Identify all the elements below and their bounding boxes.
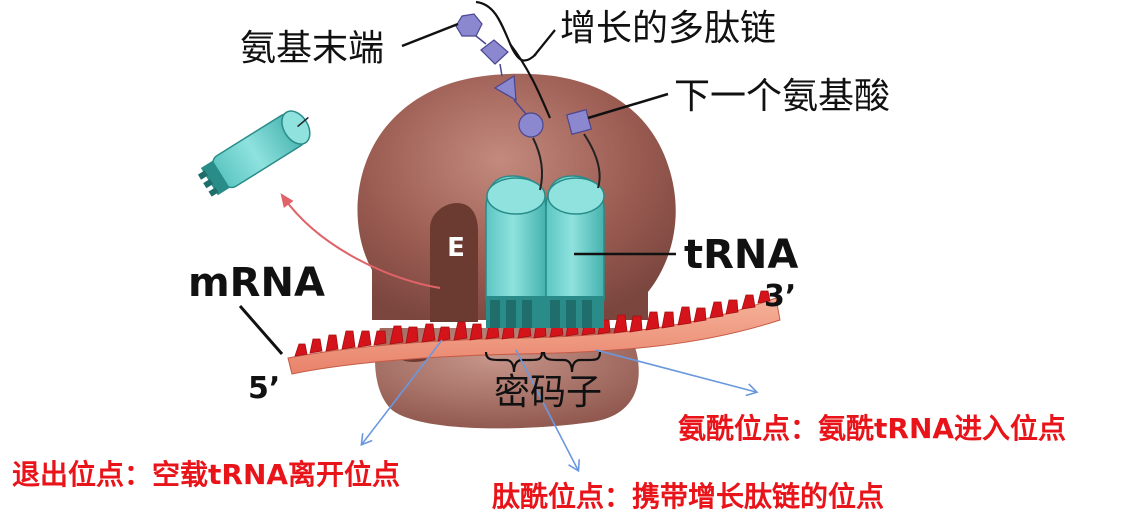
amino-acid-triangle-icon <box>493 74 517 102</box>
e-site-annotation: 退出位点：空载tRNA离开位点 <box>12 458 400 491</box>
mrna-label: mRNA <box>188 260 325 306</box>
peptide-bonds <box>475 35 527 115</box>
mrna-leader <box>238 305 284 355</box>
amino-acid-square-icon <box>566 109 592 135</box>
polypeptide-bracket-tail <box>509 43 552 119</box>
a-site-annotation: 氨酰位点：氨酰tRNA进入位点 <box>678 412 1066 445</box>
amino-acid-diamond-icon <box>480 39 509 65</box>
e-site-pointer <box>360 339 443 447</box>
p-site-annotation: 肽酰位点：携带增长肽链的位点 <box>492 480 884 513</box>
p-site-pointer <box>515 349 580 473</box>
growing-polypeptide-label: 增长的多肽链 <box>560 8 776 49</box>
amino-acid-hexagon-icon <box>455 13 483 37</box>
amino-acid-circle-icon <box>518 112 544 138</box>
a-site-pointer <box>595 349 759 397</box>
p-site-trna <box>485 175 547 328</box>
amino-terminus-leader <box>401 22 459 48</box>
next-amino-acid-label: 下一个氨基酸 <box>674 76 890 117</box>
a-site-trna <box>545 175 605 328</box>
mrna-bases <box>294 290 771 357</box>
five-prime-label: 5’ <box>248 371 280 406</box>
exiting-trna-icon <box>197 110 311 197</box>
polypeptide-chain <box>455 13 592 138</box>
amino-terminus-label: 氨基末端 <box>240 28 384 69</box>
a-trna-stalk <box>583 133 601 189</box>
three-prime-label: 3’ <box>764 279 796 314</box>
trna-exit-arrow <box>280 193 441 289</box>
mrna-strand <box>287 297 781 375</box>
e-site-label: E <box>447 233 465 263</box>
next-amino-acid-leader <box>587 92 669 120</box>
codon-label: 密码子 <box>494 372 602 413</box>
e-site-tunnel <box>430 202 478 322</box>
growing-polypeptide-leader <box>533 29 556 57</box>
trna-label: tRNA <box>684 232 798 278</box>
p-trna-stalk <box>532 137 543 191</box>
codon-brackets <box>484 351 602 373</box>
